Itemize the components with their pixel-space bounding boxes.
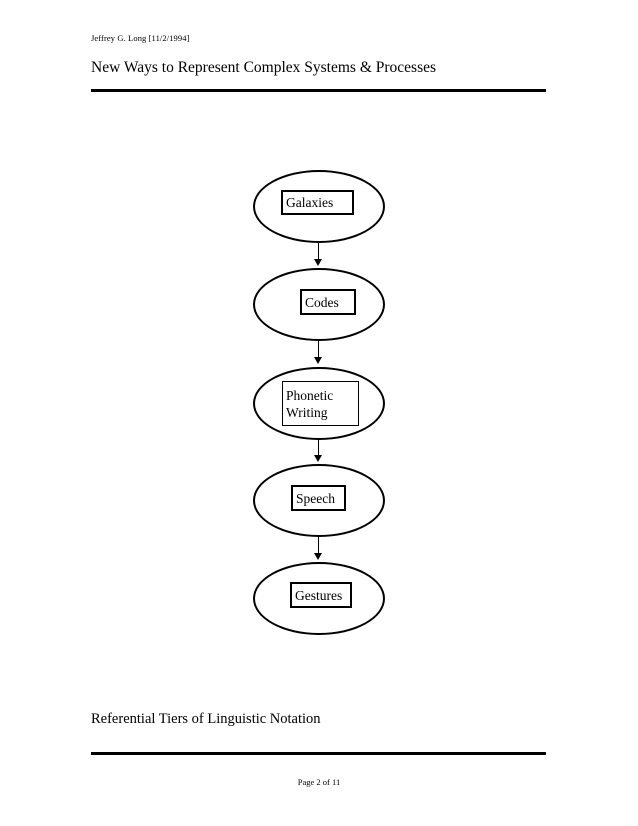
node-label-text: Phonetic Writing — [286, 387, 334, 420]
figure-caption: Referential Tiers of Linguistic Notation — [91, 711, 321, 727]
node-label-text: Gestures — [295, 587, 343, 603]
edge-line-speech-gestures — [318, 535, 320, 556]
node-label-box: Galaxies — [281, 190, 354, 215]
ellipse-shape — [253, 562, 385, 635]
page-number: Page 2 of 11 — [297, 777, 341, 787]
node-label-text: Galaxies — [286, 195, 334, 210]
diagram-node-phonetic-writing: Phonetic Writing — [253, 367, 385, 440]
ellipse-shape — [253, 367, 385, 440]
node-label-box: Gestures — [290, 582, 352, 608]
node-label-box: Speech — [291, 485, 346, 511]
edge-line-codes-phonetic — [318, 339, 320, 360]
ellipse-shape — [253, 464, 385, 537]
arrow-head-icon — [314, 357, 322, 364]
arrow-head-icon — [314, 455, 322, 462]
diagram-node-galaxies: Galaxies — [253, 170, 385, 243]
node-label-box: Phonetic Writing — [282, 381, 359, 426]
ellipse-shape — [253, 170, 385, 243]
document-byline: Jeffrey G. Long [11/2/1994] — [91, 33, 190, 43]
node-label-text: Speech — [296, 490, 335, 506]
ellipse-shape — [253, 268, 385, 341]
diagram-node-gestures: Gestures — [253, 562, 385, 635]
edge-line-phonetic-speech — [318, 438, 320, 458]
node-label-text: Codes — [305, 294, 339, 310]
footer-rule — [91, 752, 546, 755]
node-label-box: Codes — [300, 289, 356, 315]
diagram-node-codes: Codes — [253, 268, 385, 341]
arrow-head-icon — [314, 553, 322, 560]
diagram-node-speech: Speech — [253, 464, 385, 537]
arrow-head-icon — [314, 259, 322, 266]
header-rule — [91, 89, 546, 92]
edge-line-galaxies-codes — [318, 241, 320, 262]
document-title: New Ways to Represent Complex Systems & … — [91, 59, 437, 76]
